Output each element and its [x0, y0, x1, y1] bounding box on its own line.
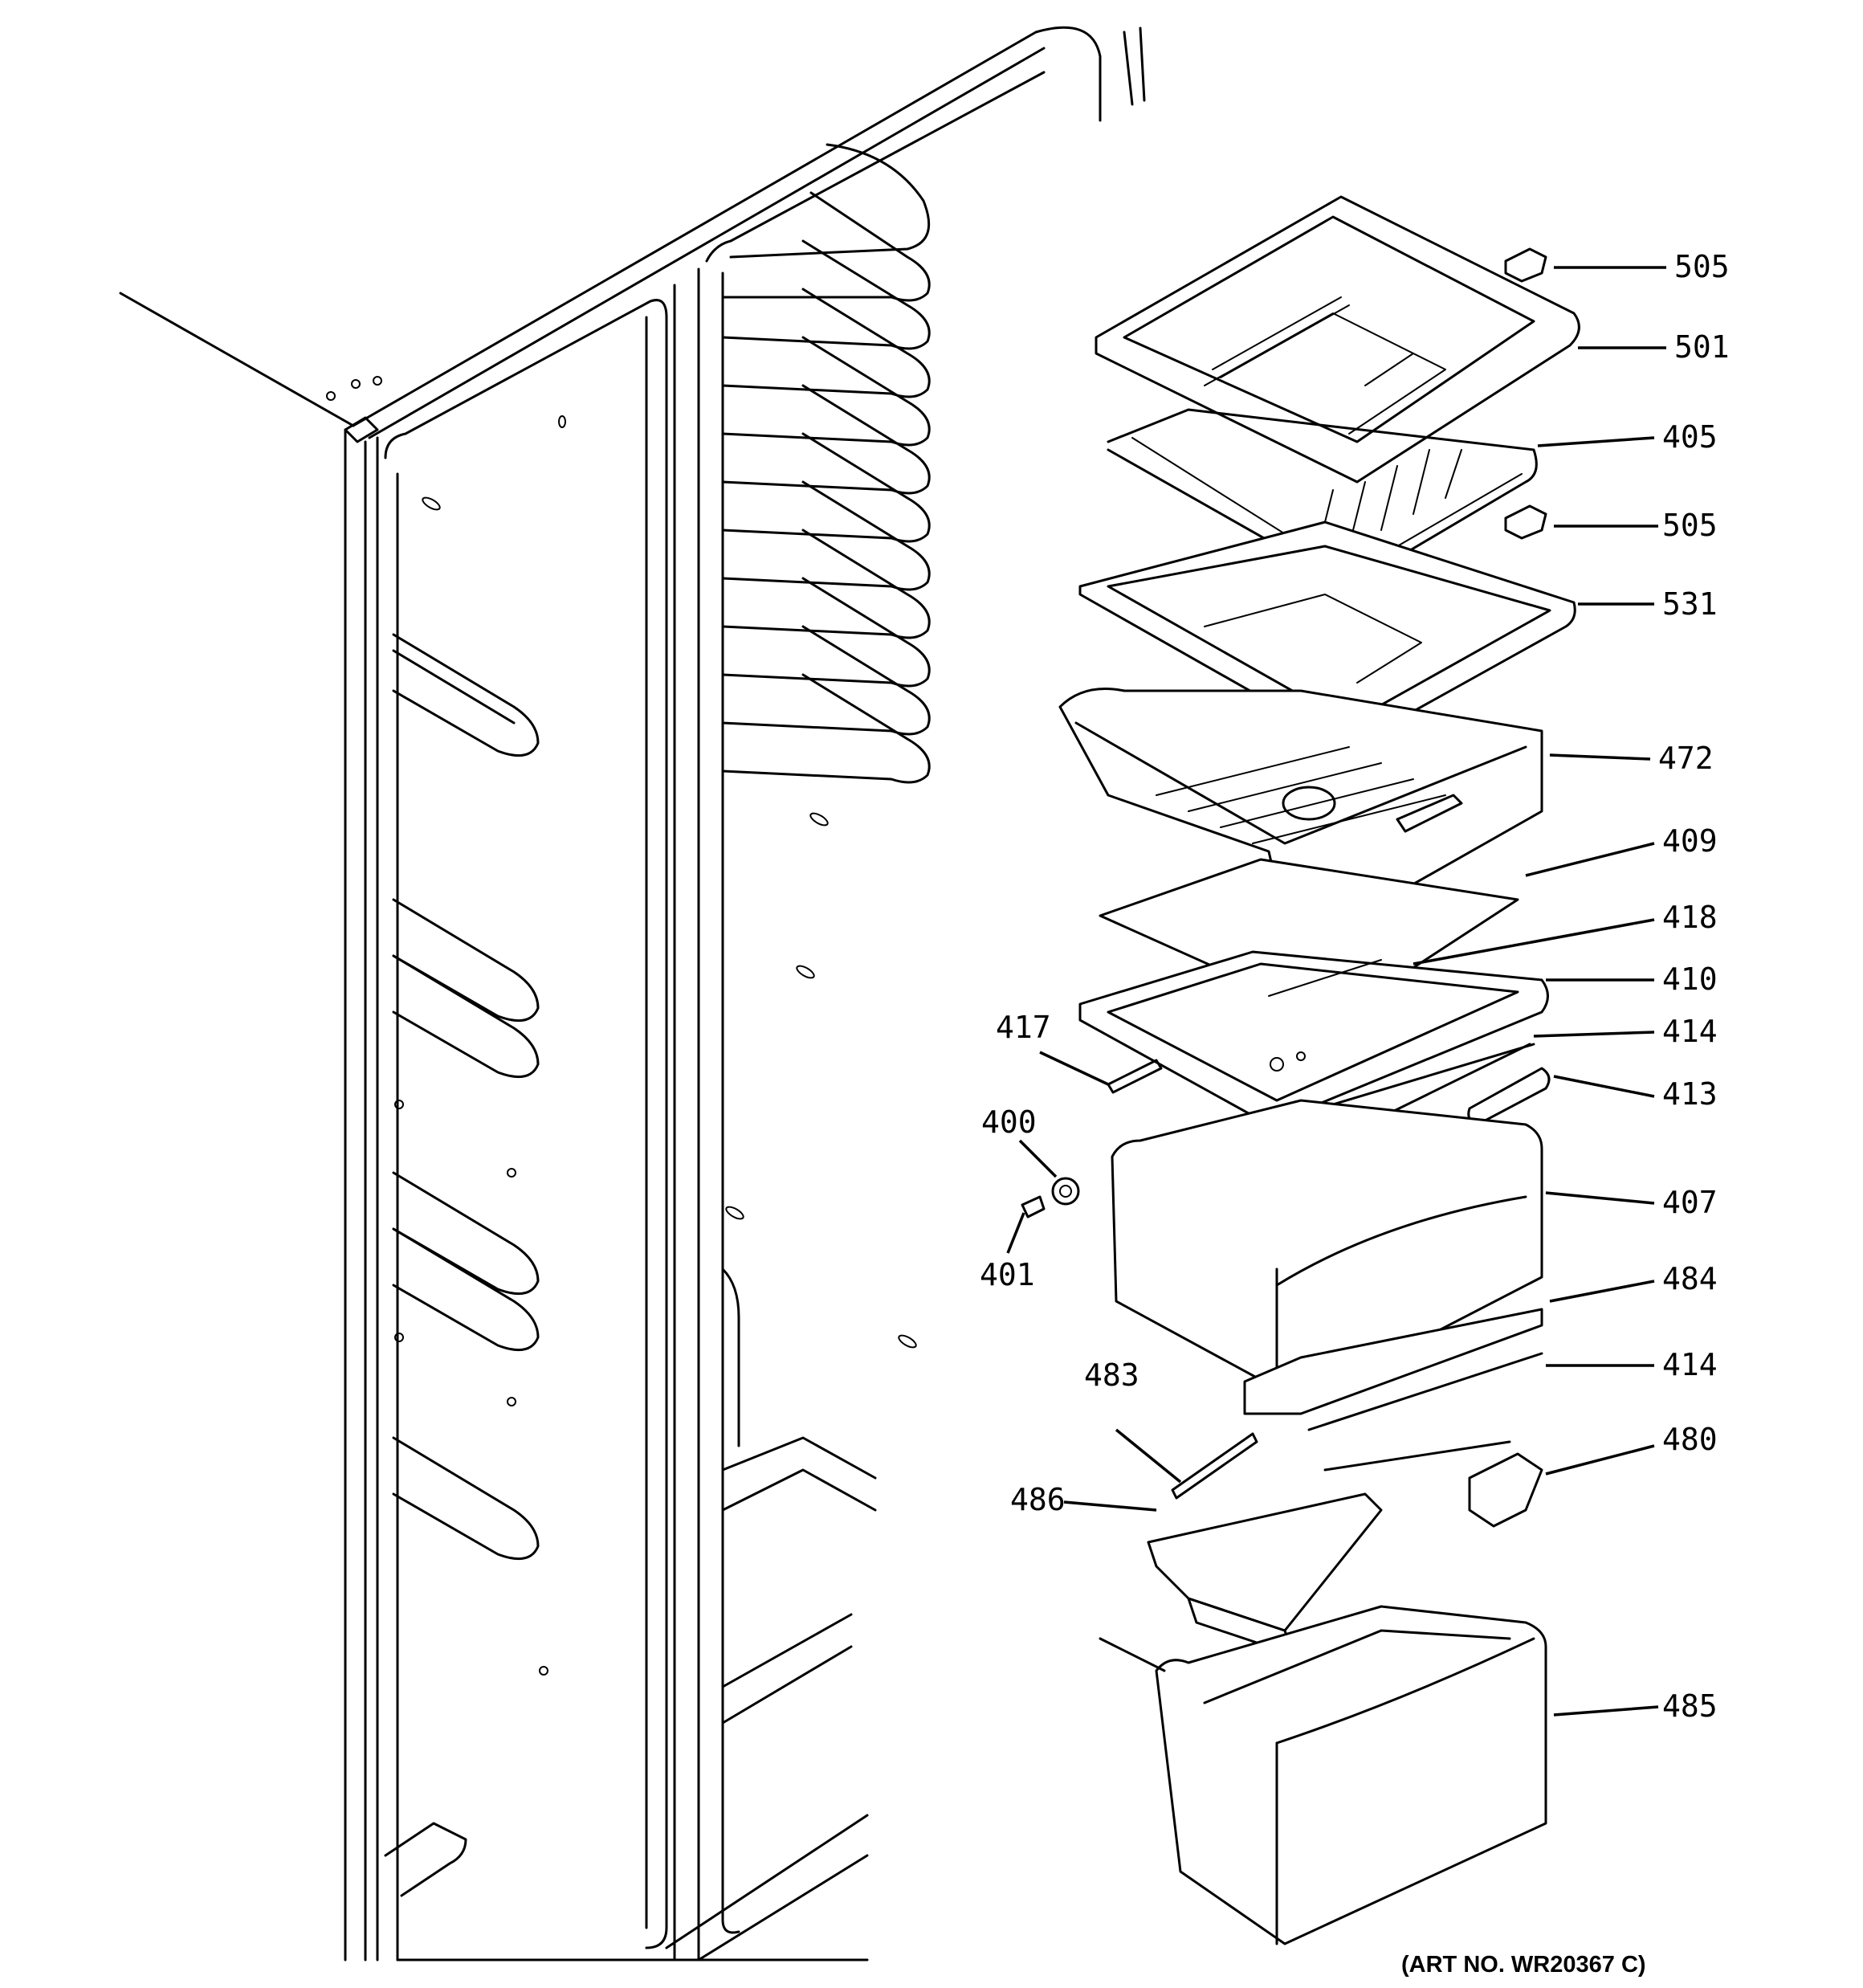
fastener-400: [1051, 1177, 1080, 1206]
parts-exploded-view: [1006, 195, 1666, 1945]
callout-484: 484: [1662, 1261, 1718, 1296]
callout-418: 418: [1662, 900, 1718, 935]
callout-413: 413: [1662, 1076, 1718, 1112]
callout-409: 409: [1662, 823, 1718, 859]
shelf-clip-505-lower: [1504, 504, 1547, 540]
callout-labels: 505 501 405 505 531 472 409 418 410 414 …: [980, 249, 1730, 1724]
screw-401: [1021, 1195, 1046, 1219]
callout-480: 480: [1662, 1422, 1718, 1457]
slide-480: [1468, 1452, 1543, 1528]
shelf-531: [1078, 520, 1576, 749]
freezer-shelf-ribs: [721, 143, 931, 784]
drawer-front-484: [1243, 1308, 1543, 1415]
callout-485: 485: [1662, 1688, 1718, 1724]
left-shelf-rails: [392, 415, 917, 1676]
callout-405: 405: [1662, 419, 1718, 455]
handle-413: [1467, 1067, 1551, 1126]
callout-483: 483: [1084, 1357, 1139, 1393]
callout-400: 400: [981, 1104, 1037, 1140]
rod-417: [1107, 1059, 1163, 1094]
crisper-cover-410: [1078, 950, 1549, 1126]
callout-501: 501: [1674, 329, 1730, 365]
pan-485: [1099, 1605, 1547, 1945]
callout-531: 531: [1662, 586, 1718, 622]
rod-483: [1171, 1432, 1258, 1500]
refrigerator-cabinet: [119, 26, 1146, 1961]
drawer-407: [1111, 1099, 1543, 1403]
shelf-501: [1095, 195, 1580, 484]
art-number: (ART NO. WR20367 C): [1401, 1952, 1646, 1978]
callout-414-lower: 414: [1662, 1347, 1718, 1382]
callout-505-upper: 505: [1674, 249, 1730, 284]
callout-414-upper: 414: [1662, 1014, 1718, 1049]
callout-407: 407: [1662, 1185, 1718, 1220]
callout-417: 417: [996, 1010, 1051, 1045]
callout-472: 472: [1658, 741, 1714, 776]
callout-401: 401: [980, 1257, 1035, 1292]
callout-505-lower: 505: [1662, 508, 1718, 543]
shelf-clip-505-upper: [1504, 247, 1547, 283]
callout-486: 486: [1010, 1482, 1066, 1517]
callout-410: 410: [1662, 961, 1718, 997]
rail-414-lower: [1307, 1352, 1543, 1431]
